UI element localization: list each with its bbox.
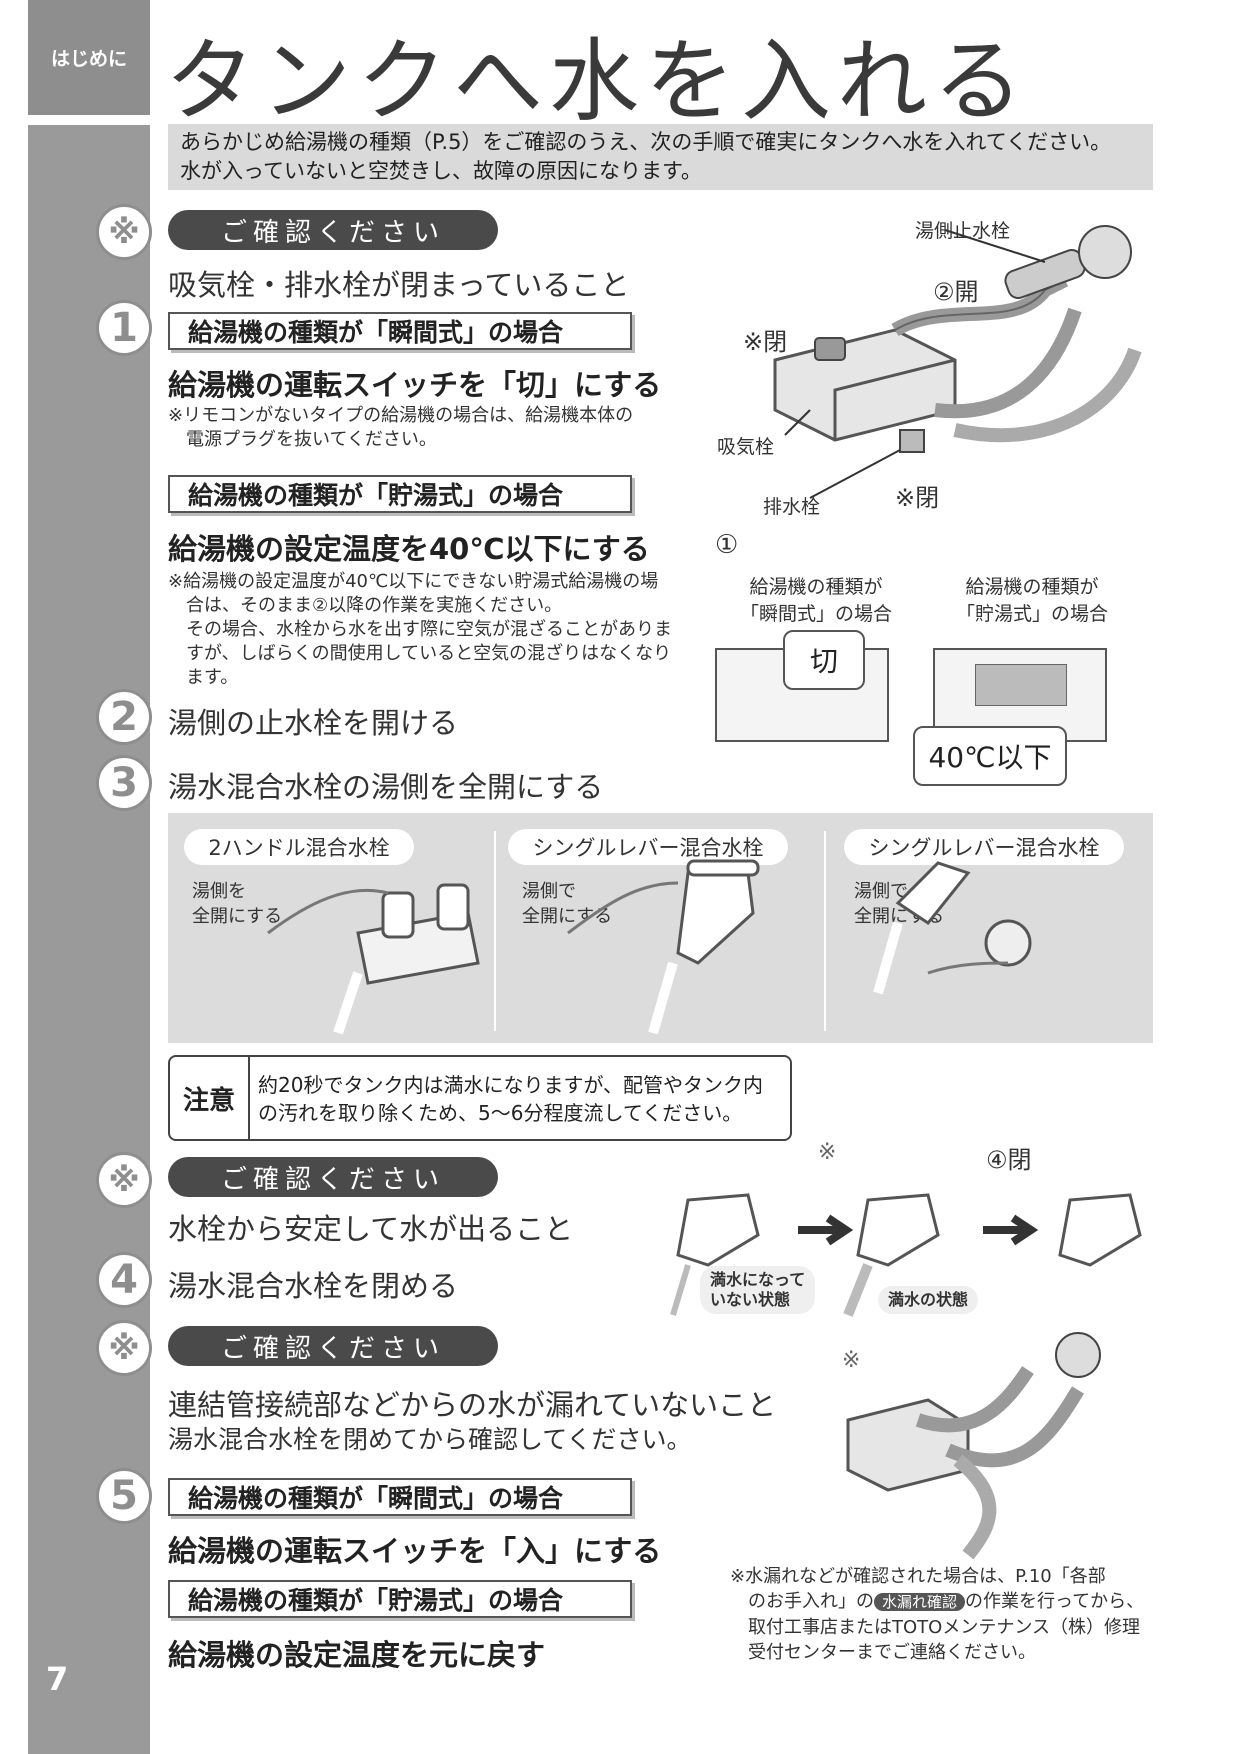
single-lever-faucet xyxy=(567,859,760,1035)
two-handle-faucet xyxy=(267,883,480,1035)
confirm-pill: ご確認ください xyxy=(168,1157,498,1197)
faucet-type-label: 2ハンドル混合水栓 xyxy=(184,829,414,865)
type-label-instant: 給湯機の種類が「瞬間式」の場合 xyxy=(168,1478,632,1516)
open-label: ②開 xyxy=(933,278,979,306)
faucet-type-label: シングルレバー混合水栓 xyxy=(844,829,1124,865)
page-number: 7 xyxy=(46,1660,69,1698)
step-heading: 湯水混合水栓の湯側を全開にする xyxy=(168,770,604,804)
step-heading: 給湯機の運転スイッチを「切」にする xyxy=(168,368,662,402)
faucet-drawings xyxy=(267,859,1032,1035)
step-heading: 湯水混合水栓を閉める xyxy=(168,1269,459,1303)
valve-drawing xyxy=(773,225,1142,499)
close-label: ※閉 xyxy=(743,328,788,356)
confirm-text: 水栓から安定して水が出ること xyxy=(168,1212,574,1246)
intro-line: あらかじめ給湯機の種類（P.5）をご確認のうえ、次の手順で確実にタンクへ水を入れ… xyxy=(180,130,1112,154)
confirm-pill: ご確認ください xyxy=(168,1326,498,1366)
off-bubble: 切 xyxy=(783,630,865,690)
note-marker: ※ xyxy=(96,204,152,260)
type-label-storage: 給湯機の種類が「貯湯式」の場合 xyxy=(168,1580,632,1618)
step-heading: 湯側の止水栓を開ける xyxy=(168,706,459,740)
drain-valve-label: 排水栓 xyxy=(763,496,821,518)
divider xyxy=(494,831,496,1031)
step-marker-4: 4 xyxy=(96,1252,152,1308)
intake-valve-label: 吸気栓 xyxy=(717,436,775,458)
leak-illustration: ※ xyxy=(838,1330,1158,1560)
note-mark: ※ xyxy=(818,1140,837,1165)
not-full-label: 満水になっていない状態 xyxy=(700,1266,816,1314)
note-marker: ※ xyxy=(96,1152,152,1208)
close-label: ④閉 xyxy=(986,1146,1032,1174)
temp-bubble: 40℃以下 xyxy=(913,726,1067,786)
divider xyxy=(824,831,826,1031)
step-note: ※リモコンがないタイプの給湯機の場合は、給湯機本体の 電源プラグを抜いてください… xyxy=(168,405,634,450)
intro-box: あらかじめ給湯機の種類（P.5）をご確認のうえ、次の手順で確実にタンクへ水を入れ… xyxy=(168,124,1153,190)
remote-display xyxy=(975,664,1067,706)
faucet-desc: 湯側で全開にする xyxy=(522,881,613,927)
caution-text: 約20秒でタンク内は満水になりますが、配管やタンク内の汚れを取り除くため、5〜6… xyxy=(258,1073,764,1125)
faucet-col-2: シングルレバー混合水栓 xyxy=(508,829,788,865)
page-title: タンクへ水を入れる xyxy=(165,29,1029,134)
step-heading: 給湯機の設定温度を元に戻す xyxy=(168,1638,546,1672)
step-note: ※給湯機の設定温度が40℃以下にできない貯湯式給湯機の場 合は、そのまま②以降の… xyxy=(168,571,672,688)
section-rail-top xyxy=(28,0,150,115)
faucet-flow-illustration: ※ ④閉 満水になっていない状態 満水の状態 xyxy=(668,1140,1158,1320)
faucet-desc: 湯側を全開にする xyxy=(192,881,283,927)
step-heading: 給湯機の設定温度を40℃以下にする xyxy=(168,532,650,566)
stop-valve-label: 湯側止水栓 xyxy=(915,220,1011,242)
leak-drawing xyxy=(846,1332,1101,1560)
shower-head xyxy=(873,861,1032,995)
confirm-pill: ご確認ください xyxy=(168,210,498,250)
faucet-flow-drawing xyxy=(670,1193,1142,1317)
confirm-subtext: 湯水混合水栓を閉めてから確認してください。 xyxy=(168,1425,692,1454)
step-marker-2: 2 xyxy=(96,689,152,745)
figure-number: ① xyxy=(715,530,739,560)
step-heading: 給湯機の運転スイッチを「入」にする xyxy=(168,1534,662,1568)
type-label-instant: 給湯機の種類が「瞬間式」の場合 xyxy=(168,312,632,350)
caution-label: 注意 xyxy=(170,1057,250,1139)
leak-check-badge: 水漏れ確認 xyxy=(874,1593,966,1611)
confirm-text: 吸気栓・排水栓が閉まっていること xyxy=(168,268,630,302)
type-label-storage: 給湯機の種類が「貯湯式」の場合 xyxy=(168,475,632,513)
faucet-type-label: シングルレバー混合水栓 xyxy=(508,829,788,865)
section-tag: はじめに xyxy=(50,48,127,70)
remote-caption-storage: 給湯機の種類が「貯湯式」の場合 xyxy=(955,576,1108,625)
step-marker-5: 5 xyxy=(96,1468,152,1524)
caution-box: 注意 約20秒でタンク内は満水になりますが、配管やタンク内の汚れを取り除くため、… xyxy=(168,1055,792,1141)
full-label: 満水の状態 xyxy=(878,1286,979,1314)
step-marker-3: 3 xyxy=(96,755,152,811)
faucet-panel: 2ハンドル混合水栓 湯側を全開にする シングルレバー混合水栓 湯側で全開にする … xyxy=(168,813,1153,1043)
note-marker: ※ xyxy=(96,1320,152,1376)
leak-note: ※水漏れなどが確認された場合は、P.10「各部 のお手入れ」の水漏れ確認の作業を… xyxy=(730,1566,1145,1663)
remote-illustration: ① 給湯機の種類が「瞬間式」の場合 給湯機の種類が「貯湯式」の場合 切 40℃以… xyxy=(715,530,1155,800)
intro-line: 水が入っていないと空焚きし、故障の原因になります。 xyxy=(180,159,702,183)
remote-caption-instant: 給湯機の種類が「瞬間式」の場合 xyxy=(739,576,892,625)
confirm-text: 連結管接続部などからの水が漏れていないこと xyxy=(168,1388,777,1422)
valve-illustration: 湯側止水栓 ②開 ※閉 吸気栓 排水栓 ※閉 xyxy=(715,210,1155,520)
close-label: ※閉 xyxy=(895,484,940,512)
step-marker-1: 1 xyxy=(96,300,152,356)
note-mark: ※ xyxy=(842,1348,861,1373)
